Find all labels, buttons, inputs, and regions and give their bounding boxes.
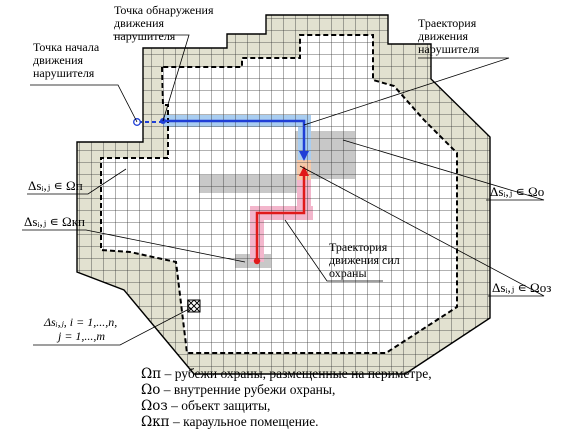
legend-text: – объект защиты, [167, 398, 271, 413]
label-start-line3: нарушителя [33, 66, 95, 80]
label-guard-traj-line3: охраны [329, 266, 367, 280]
intruder-path [133, 118, 309, 161]
legend-symbol: Ωкп [141, 414, 170, 430]
label-omega-oz: Δsᵢ,ⱼ ∊ Ωоз [492, 280, 551, 295]
legend-symbol: Ωп [141, 366, 162, 382]
label-omega-kp: Δsᵢ,ⱼ ∊ Ωкп [24, 214, 85, 229]
label-detection-line2: движения [114, 16, 164, 30]
label-detection-line1: Точка обнаружения [114, 3, 214, 17]
annotations: Точка обнаружения движения нарушителя То… [24, 3, 551, 343]
legend-text: – караульное помещение. [169, 414, 319, 429]
label-index-line2: j = 1,...,m [56, 329, 105, 343]
legend-symbol: Ωо [141, 382, 161, 398]
label-start-line1: Точка начала [33, 40, 100, 54]
label-detection-line3: нарушителя [114, 29, 176, 43]
label-omega-p: Δsᵢ,ⱼ ∊ Ωп [28, 178, 83, 193]
legend-symbol: Ωоз [141, 398, 168, 414]
label-intruder-traj-line2: движения [418, 29, 468, 43]
guard-start-marker [253, 257, 261, 265]
label-omega-o: Δsᵢ,ⱼ ∊ Ωо [490, 184, 544, 199]
guard-room-icon [187, 299, 201, 313]
label-index-line1: Δsᵢ,ⱼ, i = 1,...,n, [43, 315, 117, 329]
grid [77, 15, 490, 374]
label-intruder-traj-line3: нарушителя [418, 42, 480, 56]
label-guard-traj-line2: движения сил [329, 253, 400, 267]
legend-row-omega-oz: Ωоз – объект защиты, [141, 398, 432, 414]
site-boundary [76, 14, 491, 375]
leader-lines [22, 34, 545, 346]
inner-perimeter-line [100, 34, 458, 354]
guard-path [253, 166, 309, 265]
label-start-line2: движения [33, 53, 83, 67]
legend-text: – внутренние рубежи охраны, [160, 382, 336, 397]
label-intruder-traj-line1: Траектория [418, 16, 477, 30]
legend-text: – рубежи охраны, размещенные на периметр… [161, 366, 432, 381]
legend-row-omega-kp: Ωкп – караульное помещение. [141, 414, 432, 430]
legend-row-omega-o: Ωо – внутренние рубежи охраны, [141, 382, 432, 398]
legend: Ωп – рубежи охраны, размещенные на перим… [141, 366, 432, 430]
legend-row-omega-p: Ωп – рубежи охраны, размещенные на перим… [141, 366, 432, 382]
label-guard-traj-line1: Траектория [329, 240, 388, 254]
